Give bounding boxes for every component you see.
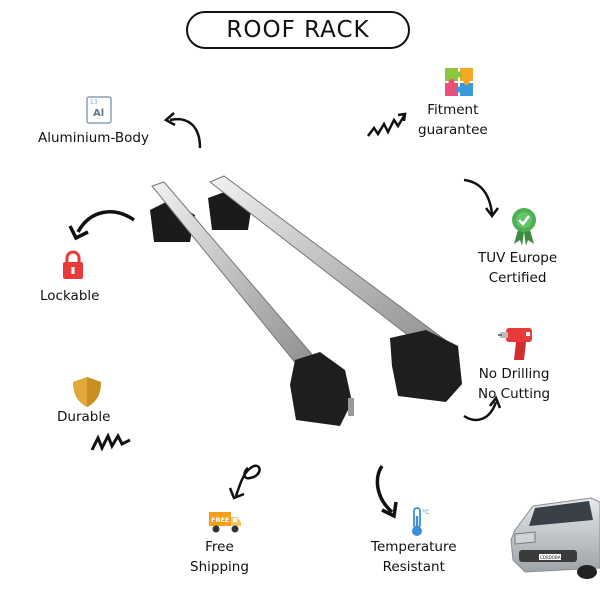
- thermometer-icon: °C: [412, 507, 429, 536]
- drill-icon: [498, 328, 532, 360]
- curved-arrow-icon: [163, 112, 202, 149]
- curved-arrow-icon: [375, 465, 398, 519]
- certified-badge-icon: [512, 208, 536, 246]
- temperature-resistant-label: Temperature Resistant: [371, 539, 457, 575]
- squiggle-arrow-icon: [90, 432, 131, 452]
- svg-text:°C: °C: [422, 509, 429, 516]
- free-shipping-label: Free Shipping: [190, 539, 249, 575]
- car-photo: CORDOBA: [510, 497, 600, 579]
- durable-label: Durable: [57, 409, 111, 425]
- loop-arrow-icon: [228, 464, 261, 500]
- tuv-certified-label: TUV Europe Certified: [478, 250, 558, 286]
- curved-arrow-icon: [463, 178, 499, 219]
- fitment-guarantee-label: Fitment guarantee: [418, 102, 488, 138]
- puzzle-icon: [445, 68, 473, 96]
- aluminium-body-label: Aluminium-Body: [38, 130, 149, 146]
- padlock-icon: [63, 250, 83, 279]
- delivery-truck-icon: FREE: [209, 512, 241, 533]
- curved-arrow-icon: [463, 395, 502, 422]
- squiggle-arrow-icon: [367, 112, 407, 137]
- shield-icon: [73, 377, 101, 407]
- lockable-label: Lockable: [40, 288, 100, 304]
- svg-text:FREE: FREE: [211, 516, 229, 524]
- aluminium-element-icon: 13 Al: [86, 96, 112, 124]
- svg-text:13: 13: [90, 99, 98, 106]
- svg-text:Al: Al: [93, 108, 104, 119]
- svg-text:CORDOBA: CORDOBA: [540, 555, 561, 560]
- curved-arrow-icon: [68, 210, 136, 241]
- page-title: ROOF RACK: [186, 11, 410, 49]
- roof-rack-photo: [150, 175, 462, 426]
